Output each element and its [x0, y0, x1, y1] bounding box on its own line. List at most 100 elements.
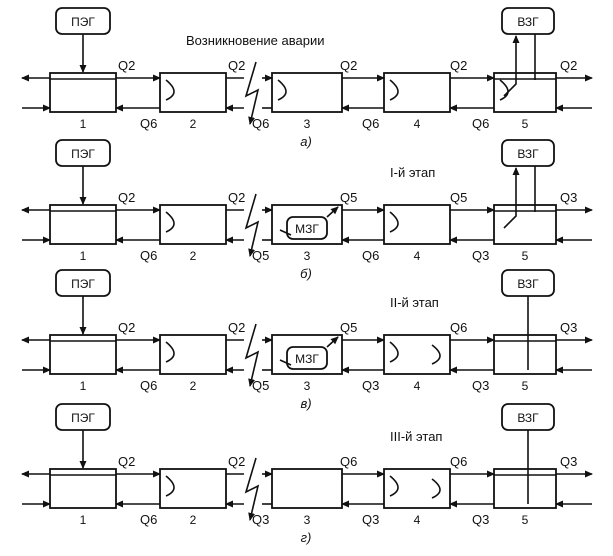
- node-box-4: [383, 204, 451, 245]
- mzg-label: МЗГ: [295, 222, 319, 236]
- flow-label-top: Q2: [228, 320, 245, 335]
- flow-label-top: Q3: [560, 454, 577, 469]
- node-number: 2: [190, 249, 197, 263]
- node-number: 3: [304, 249, 311, 263]
- flow-label-top: Q2: [228, 190, 245, 205]
- stage-caption: г): [301, 530, 312, 545]
- node-number: 1: [80, 379, 87, 393]
- node-number: 2: [190, 513, 197, 527]
- flow-label-top: Q6: [450, 454, 467, 469]
- rupture-zigzag: [244, 193, 260, 257]
- flow-label-bottom: Q6: [362, 248, 379, 263]
- flow-label-top: Q2: [118, 58, 135, 73]
- mzg-out: [326, 336, 339, 348]
- flow-label-bottom: Q6: [140, 378, 157, 393]
- node-box-2: [159, 204, 227, 245]
- node-number: 5: [522, 379, 529, 393]
- flow-label-top: Q2: [340, 58, 357, 73]
- stage-caption: а): [300, 134, 312, 149]
- mzg-generator: [286, 216, 328, 240]
- flow-label-top: Q2: [118, 320, 135, 335]
- node-box-3: [271, 72, 343, 113]
- node-box-4: [383, 468, 451, 509]
- node-number: 5: [522, 117, 529, 131]
- node-number: 4: [414, 117, 421, 131]
- flow-label-bottom: Q6: [140, 248, 157, 263]
- flow-label-top: Q3: [560, 320, 577, 335]
- node-number: 3: [304, 117, 311, 131]
- node-number: 3: [304, 513, 311, 527]
- stage-title: III-й этап: [390, 429, 442, 444]
- mzg-link: [279, 229, 292, 236]
- stage-caption: б): [300, 266, 312, 281]
- peg-label: ПЭГ: [71, 15, 95, 29]
- node-box-4: [383, 72, 451, 113]
- flow-label-bottom: Q3: [472, 248, 489, 263]
- flow-label-bottom: Q6: [472, 116, 489, 131]
- flow-label-top: Q5: [450, 190, 467, 205]
- vzg-label: ВЗГ: [517, 15, 539, 29]
- node-number: 4: [414, 379, 421, 393]
- node-number: 4: [414, 513, 421, 527]
- valve-arc: [165, 475, 175, 497]
- flow-label-top: Q6: [340, 454, 357, 469]
- flow-label-bottom: Q6: [362, 116, 379, 131]
- flow-label-top: Q2: [118, 190, 135, 205]
- node-number: 3: [304, 379, 311, 393]
- flow-label-top: Q3: [560, 190, 577, 205]
- flow-label-bottom: Q3: [472, 512, 489, 527]
- flow-label-bottom: Q6: [140, 512, 157, 527]
- valve-arc: [277, 79, 287, 101]
- flow-label-bottom: Q5: [252, 248, 269, 263]
- flow-label-bottom: Q5: [252, 378, 269, 393]
- node-box-2: [159, 334, 227, 375]
- valve-arc: [389, 211, 399, 233]
- flow-label-bottom: Q6: [140, 116, 157, 131]
- stage-title: Возникновение аварии: [186, 33, 325, 48]
- rupture-zigzag: [244, 323, 260, 387]
- stage-caption: в): [300, 396, 311, 411]
- stage-title: II-й этап: [390, 295, 439, 310]
- mzg-out: [326, 206, 339, 218]
- vzg-intake-arrow: [503, 35, 520, 97]
- node-number: 5: [522, 513, 529, 527]
- flow-label-bottom: Q3: [362, 512, 379, 527]
- valve-arc: [431, 344, 441, 365]
- vzg-generator: [501, 7, 555, 35]
- valve-arc: [165, 79, 175, 101]
- flow-label-top: Q2: [228, 58, 245, 73]
- flow-label-bottom: Q3: [472, 378, 489, 393]
- node-number: 5: [522, 249, 529, 263]
- node-box-2: [159, 468, 227, 509]
- valve-arc: [431, 478, 441, 499]
- peg-label: ПЭГ: [71, 147, 95, 161]
- node-number: 2: [190, 379, 197, 393]
- flow-label-top: Q6: [450, 320, 467, 335]
- flow-label-bottom: Q3: [252, 512, 269, 527]
- node-number: 2: [190, 117, 197, 131]
- node-box-2: [159, 72, 227, 113]
- flow-label-top: Q5: [340, 190, 357, 205]
- flow-label-top: Q2: [560, 58, 577, 73]
- peg-label: ПЭГ: [71, 411, 95, 425]
- node-box-3: [271, 468, 343, 509]
- valve-arc: [165, 211, 175, 233]
- flow-label-bottom: Q6: [252, 116, 269, 131]
- node-box-4: [383, 334, 451, 375]
- vzg-generator: [501, 139, 555, 167]
- vzg-label: ВЗГ: [517, 411, 539, 425]
- node-number: 1: [80, 117, 87, 131]
- vzg-intake-arrow: [503, 167, 520, 229]
- flow-label-top: Q2: [118, 454, 135, 469]
- flow-label-bottom: Q3: [362, 378, 379, 393]
- flow-label-top: Q5: [340, 320, 357, 335]
- mzg-label: МЗГ: [295, 352, 319, 366]
- node-number: 1: [80, 513, 87, 527]
- rupture-zigzag: [244, 457, 260, 521]
- valve-arc: [389, 341, 399, 363]
